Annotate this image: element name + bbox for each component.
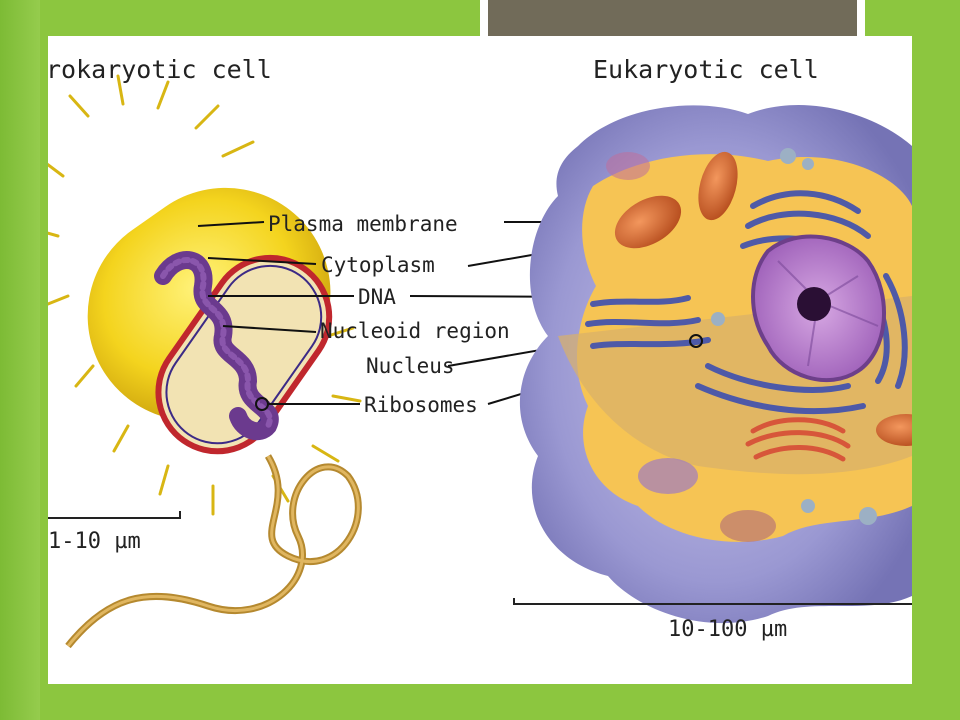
eukaryotic-title: Eukaryotic cell <box>593 55 819 84</box>
mitochondrion-2 <box>698 151 738 221</box>
vesicle-4 <box>859 507 877 525</box>
vacuole-2 <box>720 510 776 542</box>
background-stripe-left <box>0 0 40 720</box>
vacuole-3 <box>606 152 650 180</box>
mitochondrion-1 <box>614 195 682 249</box>
vacuole-1 <box>638 458 698 494</box>
nucleolus <box>797 287 831 321</box>
prokaryote-scale-label: 1-10 µm <box>48 529 141 554</box>
label-cytoplasm: Cytoplasm <box>321 253 435 277</box>
prokaryotic-title: rokaryotic cell <box>48 55 272 84</box>
eukaryote-scale-label: 10-100 µm <box>668 617 787 642</box>
label-plasma-membrane: Plasma membrane <box>268 212 458 236</box>
endoplasmic-reticulum <box>585 190 908 415</box>
vesicle-1 <box>780 148 796 164</box>
vesicle-5 <box>711 312 725 326</box>
mitochondrion-3 <box>876 414 912 446</box>
vesicle-3 <box>801 499 815 513</box>
scale-bars <box>48 511 912 605</box>
ribosome-marker-euk <box>689 334 703 348</box>
label-nucleoid-region: Nucleoid region <box>320 319 510 343</box>
label-ribosomes: Ribosomes <box>364 393 478 417</box>
prokaryotic-cell-illustration <box>48 74 362 649</box>
cell-comparison-figure: rokaryotic cell Eukaryotic cell Plasma m… <box>48 36 912 684</box>
label-dna: DNA <box>358 285 396 309</box>
golgi-apparatus <box>745 417 851 462</box>
label-nucleus: Nucleus <box>366 354 455 378</box>
vesicle-2 <box>802 158 814 170</box>
eukaryotic-cell-illustration <box>519 105 912 624</box>
cell-diagram-svg: rokaryotic cell Eukaryotic cell Plasma m… <box>48 55 912 649</box>
